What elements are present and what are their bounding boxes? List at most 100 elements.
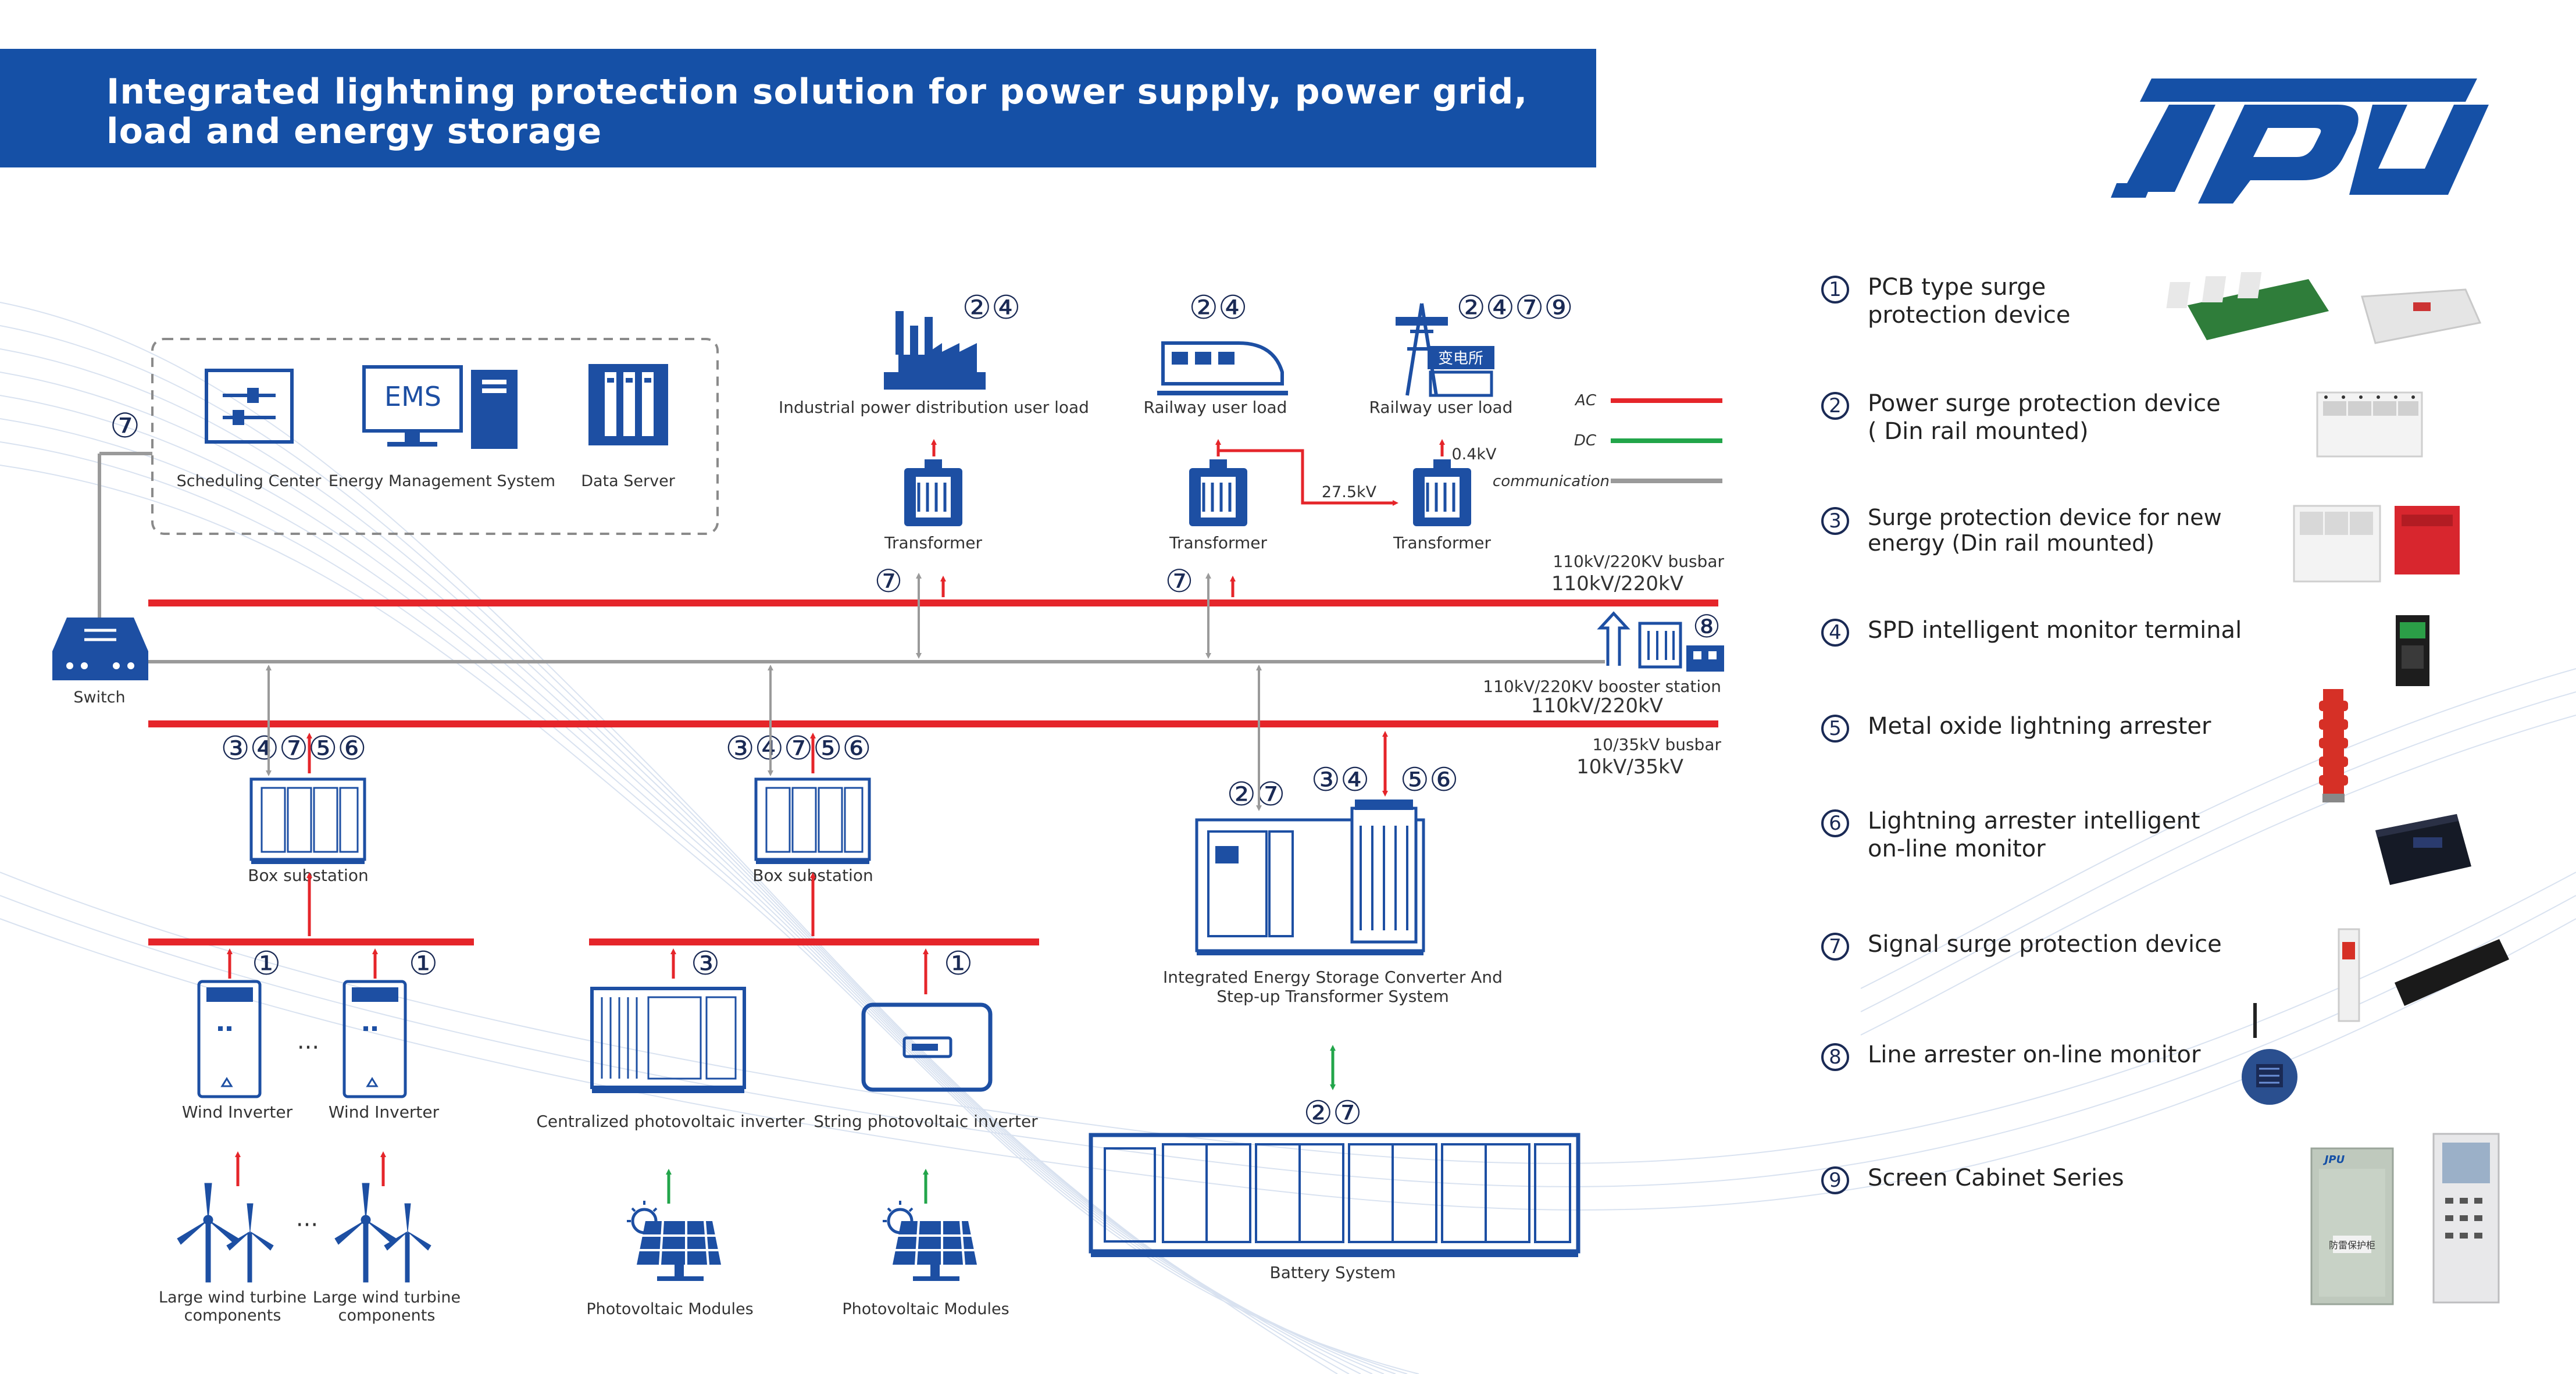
pv-module-1-label: Photovoltaic Modules bbox=[586, 1300, 753, 1318]
inverter-2-badge: ① bbox=[409, 945, 438, 983]
legend-label: Power surge protection device ( Din rail… bbox=[1868, 390, 2263, 445]
industrial-load-badges: ②④ bbox=[962, 289, 1021, 327]
legend-number: 6 bbox=[1821, 809, 1849, 837]
wind-turbine-2-icon bbox=[334, 1183, 431, 1283]
cabinet-logo: JPU bbox=[2323, 1154, 2345, 1166]
railway-load-2-label: Railway user load bbox=[1369, 398, 1513, 417]
lower-busbar-value: 10kV/35kV bbox=[1576, 755, 1683, 779]
transformer-3-label: Transformer bbox=[1393, 533, 1492, 552]
legend-number: 2 bbox=[1821, 392, 1849, 420]
screen-cabinet-photo bbox=[2310, 1133, 2500, 1305]
legend-label: Line arrester on-line monitor bbox=[1868, 1041, 2263, 1069]
box-substation-2-icon bbox=[754, 777, 871, 864]
railway-load-1-badges: ②④ bbox=[1189, 289, 1247, 327]
ems-label: Energy Management System bbox=[329, 472, 555, 490]
legend-item-4: 4 SPD intelligent monitor terminal bbox=[1814, 611, 2576, 680]
battery-badges: ②⑦ bbox=[1304, 1094, 1362, 1132]
wind-inverter-1-icon bbox=[197, 980, 262, 1098]
din-rail-spd-photo bbox=[2316, 391, 2423, 458]
legend-label-line1: Line arrester on-line monitor bbox=[1868, 1041, 2201, 1068]
storage-converter-label-2: Step-up Transformer System bbox=[1216, 987, 1449, 1006]
legend-label: Screen Cabinet Series bbox=[1868, 1164, 2263, 1192]
upper-busbar-value: 110kV/220kV bbox=[1551, 572, 1683, 595]
control-badge: ⑦ bbox=[110, 406, 140, 445]
legend-number: 1 bbox=[1821, 276, 1849, 304]
line-arrester-monitor-photo bbox=[2242, 1003, 2297, 1105]
transformer-1-icon bbox=[904, 459, 962, 526]
legend-number: 8 bbox=[1821, 1043, 1849, 1071]
legend-communication-label: communication bbox=[1493, 473, 1610, 490]
t1-signal-badge: ⑦ bbox=[875, 563, 902, 599]
railway-load-2-badges: ②④⑦⑨ bbox=[1457, 289, 1574, 327]
railway-load-1-label: Railway user load bbox=[1144, 398, 1287, 417]
railway-train-icon bbox=[1157, 341, 1288, 395]
legend-label-line1: SPD intelligent monitor terminal bbox=[1868, 617, 2242, 644]
string-pv-inverter-label: String photovoltaic inverter bbox=[814, 1112, 1038, 1131]
booster-station-badge: ⑧ bbox=[1693, 608, 1721, 645]
legend-item-1: 1 PCB type surge protection device bbox=[1814, 267, 2576, 337]
voltage-27-5kv: 27.5kV bbox=[1322, 483, 1377, 501]
string-pv-inverter-icon bbox=[861, 1002, 993, 1092]
booster-station-value: 110kV/220kV bbox=[1531, 694, 1663, 718]
central-pv-inverter-label: Centralized photovoltaic inverter bbox=[536, 1112, 805, 1131]
wind-turbine-1-icon bbox=[177, 1183, 274, 1283]
box-substation-1-badges: ③④⑦⑤⑥ bbox=[220, 730, 366, 768]
ems-screen-text: EMS bbox=[384, 381, 441, 412]
legend-ac-label: AC bbox=[1574, 392, 1597, 409]
transformer-1-label: Transformer bbox=[884, 533, 983, 552]
switch-label: Switch bbox=[73, 688, 125, 706]
legend-item-3: 3 Surge protection device for new energy… bbox=[1814, 499, 2576, 569]
legend-label: PCB type surge protection device bbox=[1868, 273, 2263, 329]
lower-busbar-name: 10/35kV busbar bbox=[1592, 735, 1721, 754]
legend-label: Metal oxide lightning arrester bbox=[1868, 712, 2263, 740]
inverter-4-badge: ① bbox=[944, 945, 973, 983]
inverter-1-badge: ① bbox=[252, 945, 281, 983]
storage-converter-label-1: Integrated Energy Storage Converter And bbox=[1163, 968, 1503, 987]
storage-converter-badges-top-left: ③④ bbox=[1311, 761, 1369, 799]
arrester-online-monitor-photo bbox=[2375, 814, 2471, 885]
data-server-icon bbox=[588, 364, 668, 445]
wind-inverter-2-label: Wind Inverter bbox=[329, 1102, 440, 1122]
legend-item-5: 5 Metal oxide lightning arrester bbox=[1814, 706, 2576, 776]
storage-converter-icon bbox=[1195, 800, 1425, 955]
brand-logo bbox=[2111, 78, 2489, 204]
wind-turbine-2-label-2: components bbox=[338, 1307, 436, 1325]
inverter-3-badge: ③ bbox=[691, 945, 720, 983]
legend-number: 3 bbox=[1821, 507, 1849, 535]
legend-label-line1: Lightning arrester intelligent bbox=[1868, 808, 2200, 834]
wind-inverter-1-label: Wind Inverter bbox=[182, 1102, 293, 1122]
box-substation-1-icon bbox=[249, 777, 366, 864]
legend-label-line2: energy (Din rail mounted) bbox=[1868, 530, 2155, 556]
legend-number: 5 bbox=[1821, 715, 1849, 743]
legend-item-8: 8 Line arrester on-line monitor bbox=[1814, 1035, 2576, 1105]
substation-tower-text: 变电所 bbox=[1438, 350, 1483, 367]
wind-inverter-2-icon bbox=[342, 980, 407, 1098]
legend-number: 4 bbox=[1821, 619, 1849, 647]
new-energy-spd-photo bbox=[2293, 505, 2460, 583]
wind-turbine-ellipsis: ··· bbox=[296, 1212, 318, 1239]
battery-system-icon bbox=[1089, 1133, 1580, 1257]
battery-label: Battery System bbox=[1270, 1263, 1396, 1282]
device-legend: 1 PCB type surge protection device 2 Pow… bbox=[1814, 262, 2576, 1374]
legend-item-7: 7 Signal surge protection device bbox=[1814, 925, 2576, 994]
legend-label-line2: protection device bbox=[1868, 302, 2071, 329]
title-banner bbox=[0, 49, 1596, 167]
data-server-label: Data Server bbox=[581, 472, 675, 490]
transformer-2-icon bbox=[1189, 459, 1247, 526]
legend-label-line1: Signal surge protection device bbox=[1868, 931, 2222, 958]
wind-turbine-1-label-2: components bbox=[184, 1307, 281, 1325]
switch-icon bbox=[52, 618, 148, 680]
industrial-load-label: Industrial power distribution user load bbox=[779, 398, 1089, 417]
legend-label-line1: Metal oxide lightning arrester bbox=[1868, 713, 2211, 740]
legend-item-2: 2 Power surge protection device ( Din ra… bbox=[1814, 384, 2576, 454]
wind-turbine-2-label-1: Large wind turbine bbox=[313, 1289, 461, 1307]
legend-number: 7 bbox=[1821, 933, 1849, 961]
legend-label-line2: on-line monitor bbox=[1868, 836, 2046, 862]
upper-busbar-name: 110kV/220KV busbar bbox=[1553, 552, 1724, 571]
t2-signal-badge: ⑦ bbox=[1165, 563, 1193, 599]
transformer-3-icon bbox=[1413, 459, 1471, 526]
legend-label-line2: ( Din rail mounted) bbox=[1868, 418, 2089, 445]
